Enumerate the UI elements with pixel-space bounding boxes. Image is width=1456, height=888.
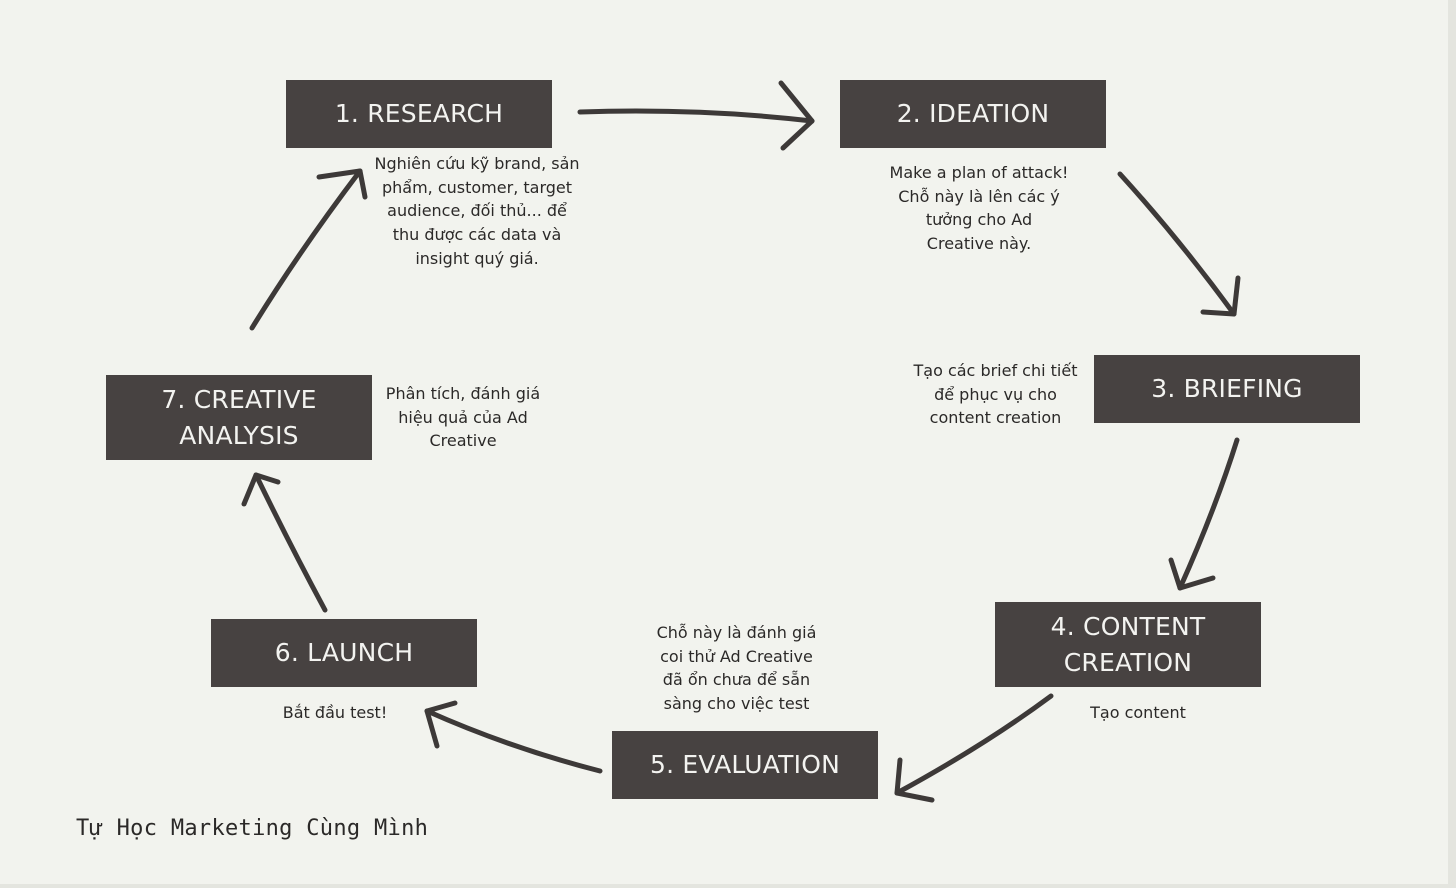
step-title: 7. CREATIVE ANALYSIS [161,384,317,450]
step-title: 3. BRIEFING [1151,374,1303,403]
step-evaluation-note: Chỗ này là đánh giá coi thử Ad Creative … [656,623,817,714]
step-launch-box: 6. LAUNCH [211,619,477,687]
step-ideation-note: Make a plan of attack! Chỗ này là lên cá… [889,163,1069,254]
step-content-creation-box: 4. CONTENT CREATION [995,602,1261,687]
arrow-content-creation-to-evaluation [894,693,1054,803]
step-evaluation-box: 5. EVALUATION [612,731,878,799]
step-research-note: Nghiên cứu kỹ brand, sản phẩm, customer,… [374,154,580,268]
arrow-launch-to-creative-analysis [241,472,328,613]
arrow-creative-analysis-to-research [249,168,368,331]
step-title: 5. EVALUATION [650,750,840,779]
step-ideation-box: 2. IDEATION [840,80,1106,148]
step-title: 6. LAUNCH [274,638,414,667]
step-briefing-note: Tạo các brief chi tiết để phục vụ cho co… [913,361,1078,428]
step-briefing-box: 3. BRIEFING [1094,355,1360,423]
step-title: 2. IDEATION [896,99,1050,128]
step-content-creation-note: Tạo content [1090,703,1186,722]
arrow-ideation-to-briefing [1117,171,1241,317]
frame-edge-right [1448,0,1456,888]
arrow-briefing-to-content-creation [1168,437,1240,591]
step-title: 1. RESEARCH [334,99,504,128]
step-creative-analysis-note: Phân tích, đánh giá hiệu quả của Ad Crea… [385,384,541,451]
footer-brand: Tự Học Marketing Cùng Mình [76,816,429,841]
frame-edge-bottom [0,884,1456,888]
step-launch-note: Bắt đầu test! [282,703,388,722]
arrow-research-to-ideation [577,80,815,151]
step-title: 4. CONTENT CREATION [1050,611,1206,677]
arrow-evaluation-to-launch [424,700,603,774]
step-research-box: 1. RESEARCH [286,80,552,148]
step-creative-analysis-box: 7. CREATIVE ANALYSIS [106,375,372,460]
